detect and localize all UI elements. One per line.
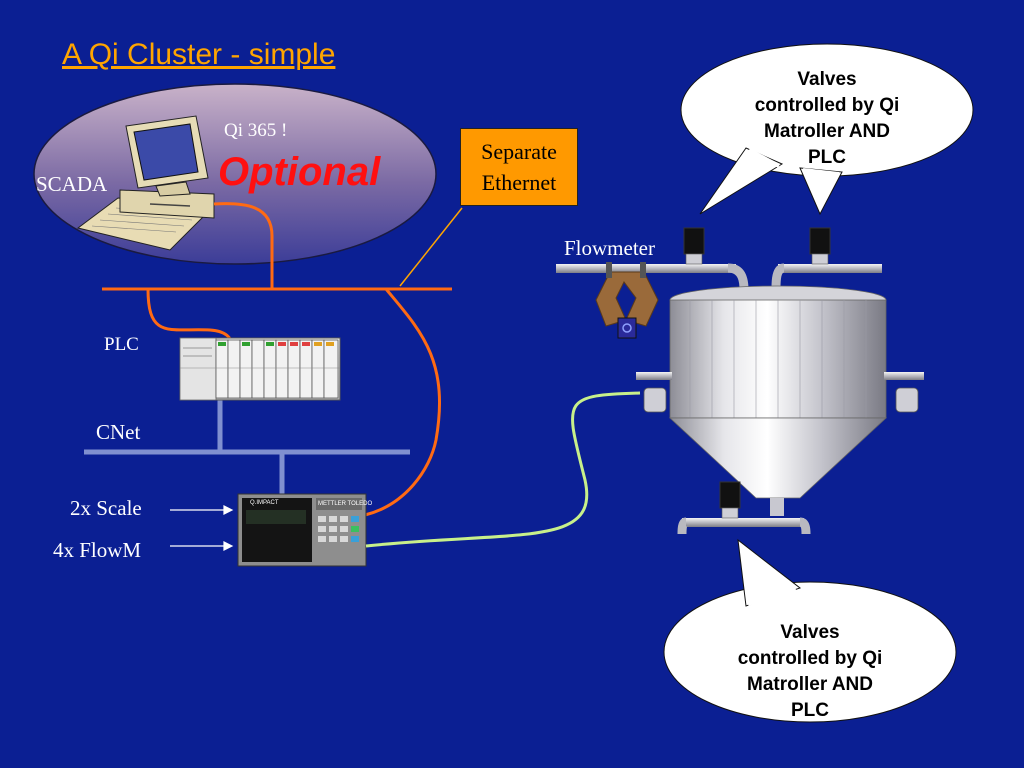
separate-ethernet-pointer [399,207,463,287]
callout-top-line: Matroller AND [764,121,890,142]
valve-icon[interactable] [809,227,831,265]
plc-device[interactable] [179,337,341,401]
plc-label: PLC [104,334,139,355]
ethernet-network [102,202,452,517]
cnet-bus [84,398,410,494]
separate-ethernet-line2: Ethernet [481,170,557,195]
weighing-terminal[interactable] [237,493,367,567]
callout-top-text: Valves controlled by Qi Matroller AND PL… [712,67,942,171]
terminal-brand-right: METTLER TOLEDO [318,501,373,507]
separate-ethernet-line1: Separate [481,139,557,164]
callout-top-line: Valves [797,69,857,90]
optional-label: Optional [218,150,381,194]
scale-count-label: 2x Scale [70,496,142,520]
scada-label: SCADA [36,172,108,196]
terminal-brand-left: Q.IMPACT [250,500,279,506]
input-arrows [170,505,234,551]
callout-bottom-text: Valves controlled by Qi Matroller AND PL… [695,620,925,724]
callout-bottom-line: Valves [780,622,840,643]
flowmeter-icon[interactable] [595,262,659,339]
callout-bottom-line: PLC [791,700,829,721]
separate-ethernet-box: Separate Ethernet [460,128,578,206]
cnet-label: CNet [96,420,141,444]
callout-bottom [663,538,957,723]
qi-365-label: Qi 365 ! [224,120,288,141]
callout-top-line: controlled by Qi [754,95,900,116]
valve-icon[interactable] [719,481,741,519]
valve-icon[interactable] [683,227,705,265]
callout-bottom-line: Matroller AND [747,674,873,695]
callout-bottom-line: controlled by Qi [737,648,883,669]
callout-top [680,43,974,216]
flowmeter-count-label: 4x FlowM [53,538,142,562]
flowmeter-label: Flowmeter [564,236,655,260]
slide-title: A Qi Cluster - simple [62,38,336,71]
process-tank[interactable] [556,263,924,535]
flowmeter-cable [365,391,641,548]
callout-top-line: PLC [808,147,846,168]
computer-icon[interactable] [76,115,216,251]
